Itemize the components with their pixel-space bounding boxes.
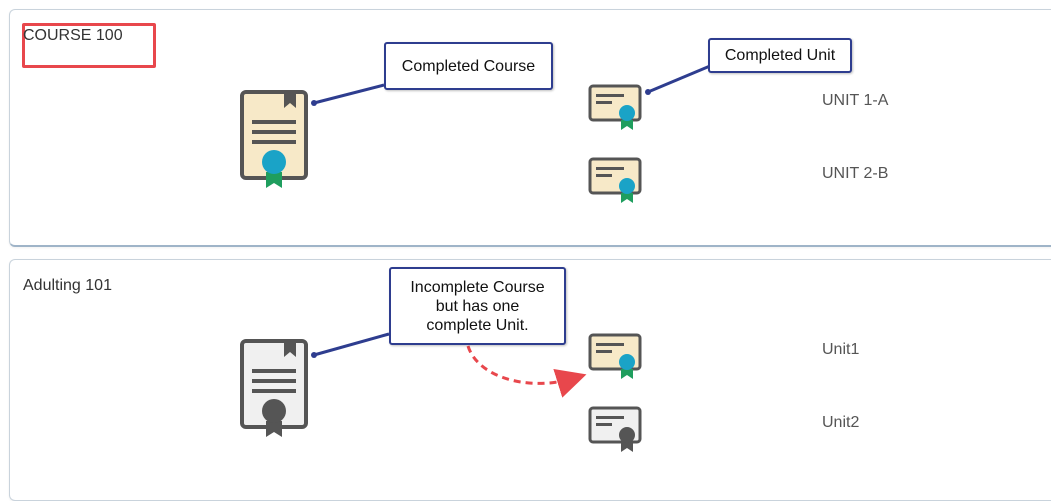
completed-unit-certificate-icon (588, 333, 642, 379)
callout-line: complete Unit. (426, 316, 529, 334)
course-title[interactable]: COURSE 100 (23, 27, 123, 44)
callout-line: but has one (435, 297, 520, 315)
title-highlight-box (22, 23, 156, 68)
unit-label[interactable]: Unit2 (822, 414, 860, 431)
unit-label[interactable]: Unit1 (822, 341, 860, 358)
course-title[interactable]: Adulting 101 (23, 277, 112, 294)
incomplete-unit-certificate-icon (588, 406, 642, 452)
completed-unit-certificate-icon (588, 84, 642, 130)
unit-label[interactable]: UNIT 2-B (822, 165, 889, 182)
callout-completed-course: Completed Course (384, 42, 553, 90)
callout-incomplete-course: Incomplete Course but has one complete U… (389, 267, 566, 345)
callout-line: Incomplete Course (410, 278, 545, 296)
incomplete-course-certificate-icon (240, 339, 308, 437)
completed-unit-certificate-icon (588, 157, 642, 203)
callout-completed-unit: Completed Unit (708, 38, 852, 73)
completed-course-certificate-icon (240, 90, 308, 188)
unit-label[interactable]: UNIT 1-A (822, 92, 889, 109)
